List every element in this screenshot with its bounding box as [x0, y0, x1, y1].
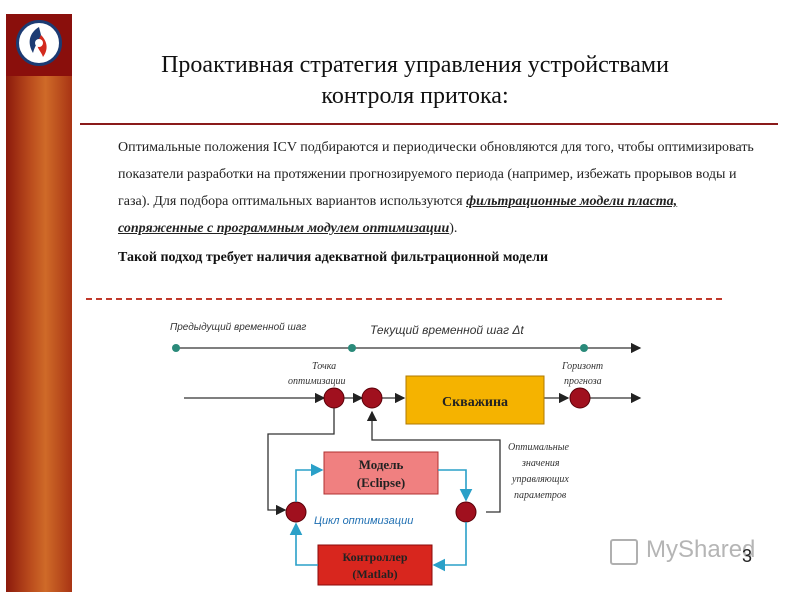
horizon-label-1: Горизонт — [561, 361, 603, 372]
title-line-1: Проактивная стратегия управления устройс… — [161, 52, 669, 78]
loop-arrow-to-left-node — [289, 522, 318, 566]
loop-arrow-to-controller — [432, 522, 467, 572]
current-step-label: Текущий временной шаг Δt — [370, 323, 524, 337]
loop-arrow-to-right-node — [438, 469, 473, 502]
timeline-point-horizon — [580, 344, 588, 352]
summing-node-3 — [569, 387, 591, 409]
loop-node-left — [285, 501, 307, 523]
cycle-label: Цикл оптимизации — [314, 515, 413, 527]
body-paragraph: Оптимальные положения ICV подбираются и … — [118, 134, 758, 242]
controller-label-2: (Matlab) — [352, 567, 397, 581]
horizon-label-2: прогноза — [564, 376, 602, 387]
optimal-values-label-1: Оптимальные — [508, 442, 569, 453]
watermark-text: MyShared — [646, 536, 756, 563]
optimal-values-label-4: параметров — [514, 490, 567, 501]
summing-node-1 — [323, 387, 345, 409]
optimal-values-label-2: значения — [521, 458, 560, 469]
timeline-point-start — [172, 344, 180, 352]
logo-emblem-icon — [20, 24, 58, 62]
well-box — [405, 375, 545, 425]
opt-point-label-2: оптимизации — [288, 376, 346, 387]
timeline-point-optimization — [348, 344, 356, 352]
dashed-separator — [86, 298, 722, 300]
key-note: Такой подход требует наличия адекватной … — [118, 250, 549, 265]
feedback-line-right — [366, 410, 501, 513]
logo-box — [6, 14, 72, 76]
watermark-chart-icon — [610, 539, 638, 565]
well-label: Скважина — [442, 395, 508, 410]
slide-title: Проактивная стратегия управления устройс… — [100, 50, 730, 112]
feedback-line-left — [267, 408, 335, 516]
opt-point-label-1: Точка — [312, 361, 336, 372]
title-divider — [80, 123, 778, 125]
controller-label-1: Контроллер — [342, 550, 407, 564]
paragraph-text-2: ). — [449, 221, 458, 236]
model-box — [323, 451, 439, 495]
model-label-1: Модель — [359, 457, 404, 472]
title-line-2: контроля притока: — [321, 83, 509, 109]
prev-step-label: Предыдущий временной шаг — [170, 322, 306, 333]
sidebar-band — [6, 14, 72, 592]
model-label-2: (Eclipse) — [357, 475, 405, 490]
controller-box — [317, 544, 433, 586]
summing-node-2 — [361, 387, 383, 409]
company-logo — [16, 20, 62, 66]
optimal-values-label-3: управляющих — [511, 474, 569, 485]
paragraph-text-1: Оптимальные положения ICV подбираются и … — [118, 140, 754, 209]
loop-arrow-to-model — [295, 463, 324, 502]
paragraph-emphasis: фильтрационные модели пласта, сопряженны… — [118, 194, 678, 236]
page-number: 3 — [742, 546, 753, 566]
loop-node-right — [455, 501, 477, 523]
